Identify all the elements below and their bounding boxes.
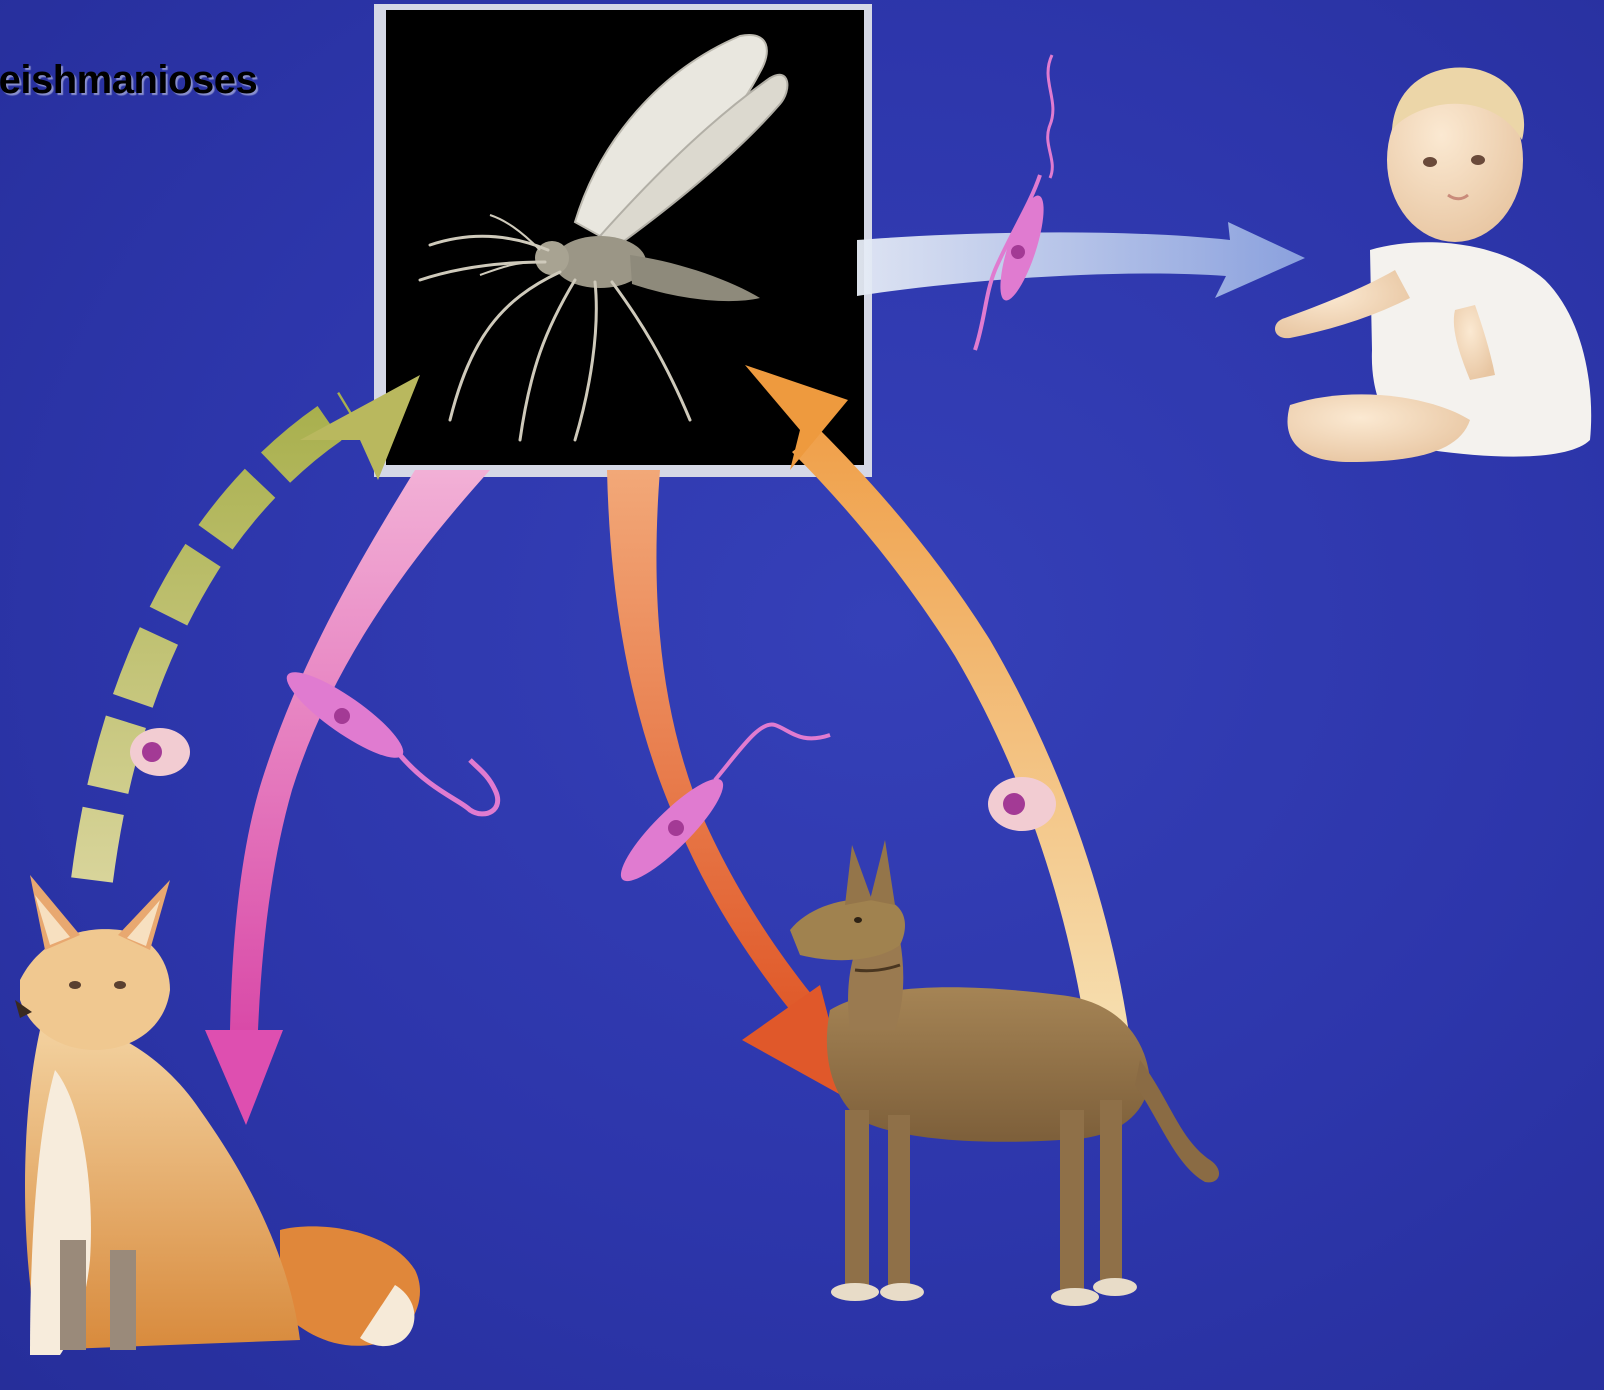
arrow-vector-to-dog	[607, 470, 850, 1100]
promastigote-icon	[975, 55, 1053, 350]
fox-icon	[15, 875, 420, 1355]
dog-icon	[790, 840, 1219, 1306]
arrow-vector-to-human	[857, 222, 1305, 298]
human-child-icon	[1275, 68, 1591, 463]
